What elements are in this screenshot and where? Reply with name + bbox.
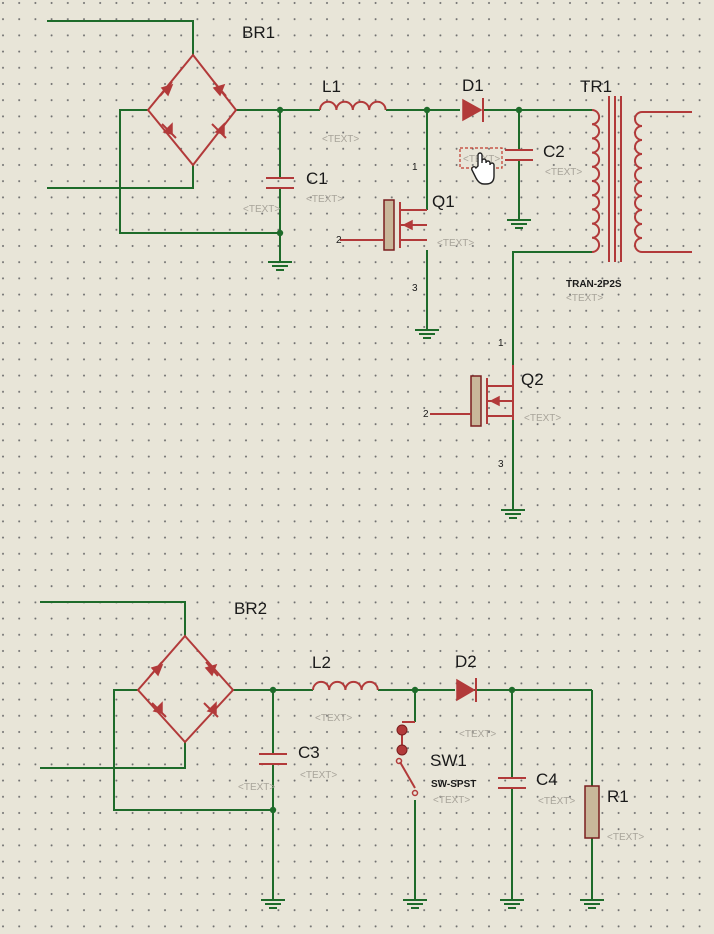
junction [276,106,284,114]
junction [411,686,419,694]
hand-cursor-icon [471,152,495,185]
resistor-r1[interactable]: R1 <TEXT> [584,785,644,843]
q2-text-placeholder: <TEXT> [524,413,561,424]
c3-text-placeholder: <TEXT> [300,770,337,781]
c1-ref-label: C1 [306,169,328,188]
r1-text-placeholder: <TEXT> [607,832,644,843]
l1-ref-label: L1 [322,77,341,96]
l1-text-placeholder: <TEXT> [322,134,359,145]
c1-text-placeholder: <TEXT> [243,204,280,215]
junction [423,106,431,114]
c2-ref-label: C2 [543,142,565,161]
q1-ref-label: Q1 [432,192,455,211]
transformer-tr1[interactable]: TR1 TRAN-2P2S <TEXT> [566,77,692,304]
c1-text-placeholder: <TEXT> [306,194,343,205]
q2-pin-3: 3 [498,459,504,470]
r1-ref-label: R1 [607,787,629,806]
q1-pin-1: 1 [412,162,418,173]
br2-ref-label: BR2 [234,599,267,618]
d1-ref-label: D1 [462,76,484,95]
bridge-rectifier-br1[interactable]: BR1 [146,23,275,167]
mosfet-q1[interactable]: Q1 1 2 3 <TEXT> [336,162,474,294]
diode-d2[interactable]: D2 <TEXT> [455,652,496,740]
sw1-value-label: SW-SPST [431,779,476,790]
diode-d1[interactable]: D1 [462,76,484,122]
junction [515,106,523,114]
c3-ref-label: C3 [298,743,320,762]
c2-text-placeholder: <TEXT> [545,167,582,178]
d2-text-placeholder: <TEXT> [459,729,496,740]
l2-ref-label: L2 [312,653,331,672]
lower-circuit: BR2 L2 <TEXT> D2 <TEXT> C3 <TEXT> <TEXT> [40,599,644,909]
bridge-rectifier-br2[interactable]: BR2 [136,599,267,744]
c4-text-placeholder: <TEXT> [538,796,575,807]
q1-text-placeholder: <TEXT> [437,238,474,249]
mosfet-q2[interactable]: Q2 1 2 3 <TEXT> [423,338,561,470]
q2-pin-2: 2 [423,409,429,420]
q1-pin-2: 2 [336,235,342,246]
q2-pin-1: 1 [498,338,504,349]
sw1-text-placeholder: <TEXT> [433,795,470,806]
inductor-l2[interactable]: L2 <TEXT> [312,653,379,724]
br1-ref-label: BR1 [242,23,275,42]
sw1-ref-label: SW1 [430,751,467,770]
capacitor-c1[interactable]: C1 <TEXT> <TEXT> [243,169,343,215]
tr1-text-placeholder: <TEXT> [566,293,603,304]
lower-wires [40,601,593,900]
inductor-l1[interactable]: L1 <TEXT> [319,77,387,145]
q1-pin-3: 3 [412,283,418,294]
l2-text-placeholder: <TEXT> [315,713,352,724]
d2-ref-label: D2 [455,652,477,671]
upper-circuit: BR1 L1 <TEXT> D1 C1 <TEXT> <TEXT> <TEX [47,20,692,519]
c4-ref-label: C4 [536,770,558,789]
junction [269,686,277,694]
tr1-value-label: TRAN-2P2S [566,279,622,290]
q2-ref-label: Q2 [521,370,544,389]
switch-sw1[interactable]: SW1 SW-SPST <TEXT> [395,721,477,806]
capacitor-c3[interactable]: C3 <TEXT> <TEXT> [238,743,337,793]
upper-wires [47,20,592,510]
tr1-ref-label: TR1 [580,77,612,96]
c3-text-placeholder: <TEXT> [238,782,275,793]
junction [276,229,284,237]
junction [508,686,516,694]
capacitor-c4[interactable]: C4 <TEXT> [498,770,575,807]
junction [269,806,277,814]
